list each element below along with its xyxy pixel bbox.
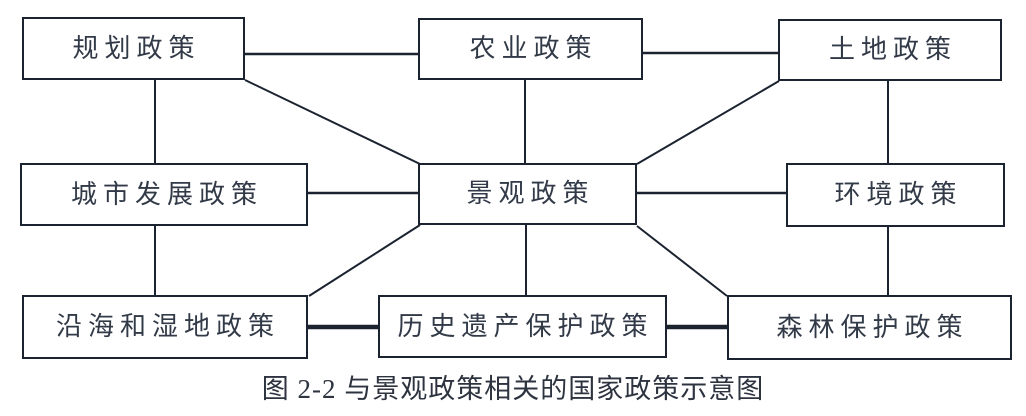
node-urban-development-policy: 城市发展政策 (20, 163, 308, 226)
node-environment-policy: 环境政策 (786, 163, 1005, 227)
node-heritage-protection-policy: 历史遗产保护政策 (378, 295, 667, 358)
node-land-policy: 土地政策 (778, 19, 1002, 81)
connector-planning-landscape (244, 79, 421, 165)
node-coastal-wetland-policy: 沿海和湿地政策 (22, 295, 308, 359)
connector-landscape-forest (636, 225, 728, 297)
connector-landscape-coastal (308, 224, 421, 297)
connector-land-landscape (636, 80, 780, 165)
node-planning-policy: 规划政策 (22, 17, 245, 80)
figure-caption: 图 2-2 与景观政策相关的国家政策示意图 (261, 374, 765, 404)
node-forest-protection-policy: 森林保护政策 (727, 295, 1012, 360)
node-landscape-policy: 景观政策 (418, 163, 637, 225)
node-agriculture-policy: 农业政策 (418, 18, 643, 80)
